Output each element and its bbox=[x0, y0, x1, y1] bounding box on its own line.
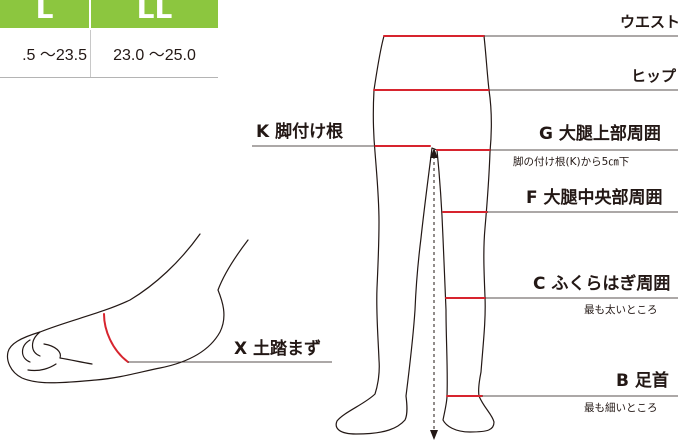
label-g: G 大腿上部周囲 bbox=[539, 126, 661, 143]
label-g-letter: G bbox=[539, 124, 553, 144]
label-k-letter: K bbox=[256, 122, 270, 142]
foot-outline bbox=[6, 233, 249, 384]
label-k: K 脚付け根 bbox=[256, 124, 343, 141]
label-k-name: 脚付け根 bbox=[275, 122, 344, 142]
size-value-ll: 23.0 ～25.0 bbox=[113, 47, 196, 64]
label-x-letter: X bbox=[234, 339, 248, 359]
label-b-name: 足首 bbox=[634, 371, 669, 391]
label-b: B 足首 bbox=[616, 373, 669, 390]
label-f-name: 大腿中央部周囲 bbox=[543, 188, 663, 208]
size-table: L LL .5 ～23.5 23.0 ～25.0 bbox=[0, 0, 218, 79]
size-header-l: L bbox=[0, 0, 89, 28]
table-bottom-rule bbox=[0, 77, 218, 78]
label-f-letter: F bbox=[526, 188, 538, 208]
size-header-ll: LL bbox=[91, 0, 218, 28]
note-c: 最も太いところ bbox=[584, 304, 658, 316]
inseam-arrow-top bbox=[430, 148, 438, 158]
label-c-name: ふくらはぎ周囲 bbox=[551, 274, 671, 294]
inseam-arrow-bottom bbox=[430, 430, 438, 440]
size-value-l: .5 ～23.5 bbox=[22, 47, 87, 64]
column-divider-line bbox=[89, 30, 91, 77]
label-hip: ヒップ bbox=[631, 67, 677, 85]
label-c-letter: C bbox=[533, 274, 546, 294]
legs-outline bbox=[335, 35, 495, 435]
label-f: F 大腿中央部周囲 bbox=[526, 190, 663, 207]
label-x-name: 土踏まず bbox=[253, 339, 322, 359]
label-g-name: 大腿上部周囲 bbox=[558, 124, 661, 144]
note-g: 脚の付け根(K)から5㎝下 bbox=[513, 156, 630, 168]
label-c: C ふくらはぎ周囲 bbox=[533, 276, 670, 293]
note-b: 最も細いところ bbox=[584, 402, 658, 414]
label-waist: ウエスト bbox=[620, 13, 678, 31]
x-mark bbox=[103, 313, 129, 363]
label-b-letter: B bbox=[616, 371, 629, 391]
label-x: X 土踏まず bbox=[234, 341, 321, 358]
